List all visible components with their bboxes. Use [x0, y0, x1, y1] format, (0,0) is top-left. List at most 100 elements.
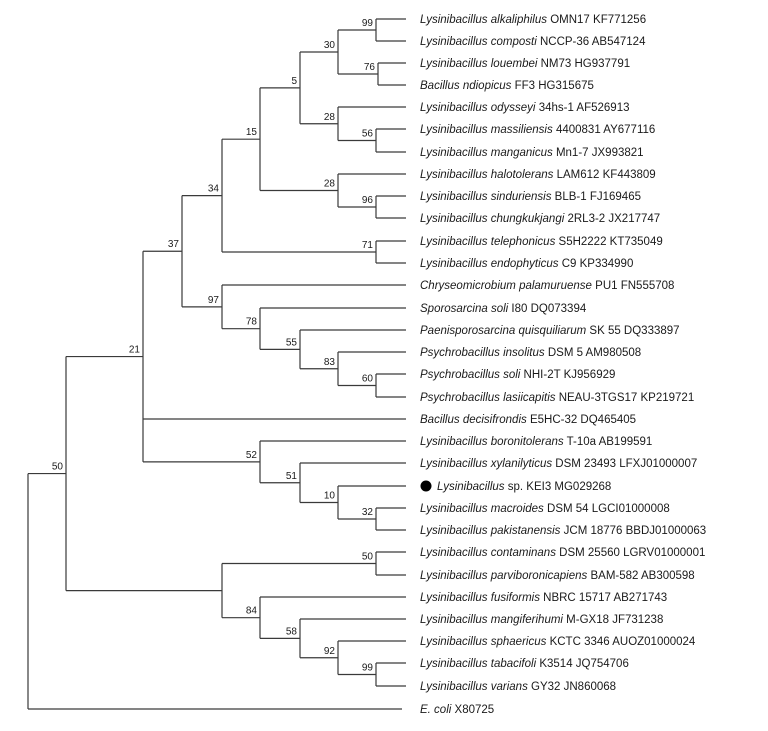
leaf-label: Lysinibacillus tabacifoli K3514 JQ754706: [420, 658, 629, 670]
leaf-epithet: pakistanensis: [490, 525, 561, 537]
leaf-epithet: insolitus: [503, 347, 545, 359]
leaf-epithet: odysseyi: [491, 102, 536, 114]
bootstrap-value: 99: [362, 18, 374, 29]
highlight-marker-icon: [420, 480, 432, 492]
leaf-strain: 4400831 AY677116: [553, 124, 656, 136]
leaf-label: Lysinibacillus varians GY32 JN860068: [420, 681, 616, 693]
tree-leaf-labels: Lysinibacillus alkaliphilus OMN17 KF7712…: [420, 14, 706, 716]
leaf-epithet: quisquiliarum: [518, 325, 586, 337]
leaf-label: Lysinibacillus manganicus Mn1-7 JX993821: [420, 147, 644, 159]
leaf-genus: Sporosarcina: [420, 303, 491, 315]
bootstrap-value: 83: [324, 357, 336, 368]
leaf-genus: Bacillus: [420, 80, 463, 92]
leaf-strain: GY32 JN860068: [528, 681, 616, 693]
leaf-label: Psychrobacillus insolitus DSM 5 AM980508: [420, 347, 641, 359]
leaf-genus: Lysinibacillus: [420, 503, 491, 515]
bootstrap-value: 76: [364, 62, 376, 73]
leaf-epithet: telephonicus: [491, 236, 556, 248]
leaf-label: Lysinibacillus halotolerans LAM612 KF443…: [420, 169, 656, 181]
leaf-label: Lysinibacillus parviboronicapiens BAM-58…: [420, 570, 695, 582]
leaf-strain: sp. KEI3 MG029268: [505, 481, 612, 493]
bootstrap-value: 78: [246, 317, 258, 328]
leaf-label: Lysinibacillus odysseyi 34hs-1 AF526913: [420, 102, 630, 114]
leaf-epithet: sinduriensis: [491, 191, 552, 203]
leaf-strain: X80725: [451, 704, 494, 716]
leaf-genus: Lysinibacillus: [420, 124, 491, 136]
leaf-genus: Lysinibacillus: [420, 191, 491, 203]
leaf-strain: DSM 5 AM980508: [545, 347, 642, 359]
leaf-genus: Lysinibacillus: [420, 525, 491, 537]
bootstrap-value: 50: [52, 462, 64, 473]
leaf-label: Lysinibacillus macroides DSM 54 LGCI0100…: [420, 503, 670, 515]
leaf-epithet: varians: [491, 681, 528, 693]
leaf-label: Bacillus ndiopicus FF3 HG315675: [420, 80, 594, 92]
leaf-strain: BAM-582 AB300598: [587, 570, 694, 582]
bootstrap-value: 34: [208, 184, 220, 195]
leaf-label: Lysinibacillus composti NCCP-36 AB547124: [420, 36, 646, 48]
leaf-epithet: soli: [503, 369, 521, 381]
leaf-epithet: xylanilyticus: [490, 458, 553, 470]
leaf-genus: Lysinibacillus: [420, 636, 491, 648]
leaf-epithet: endophyticus: [491, 258, 559, 270]
leaf-strain: NM73 HG937791: [537, 58, 630, 70]
leaf-epithet: macroides: [491, 503, 544, 515]
leaf-label: Lysinibacillus fusiformis NBRC 15717 AB2…: [420, 592, 667, 604]
bootstrap-value: 92: [324, 646, 336, 657]
leaf-label: Psychrobacillus lasiicapitis NEAU-3TGS17…: [420, 392, 694, 404]
leaf-strain: NEAU-3TGS17 KP219721: [556, 392, 695, 404]
leaf-genus: Lysinibacillus: [420, 14, 491, 26]
leaf-strain: SK 55 DQ333897: [586, 325, 679, 337]
bootstrap-value: 60: [362, 374, 374, 385]
leaf-strain: E5HC-32 DQ465405: [527, 414, 636, 426]
leaf-strain: C9 KP334990: [559, 258, 634, 270]
leaf-epithet: mangiferihumi: [491, 614, 564, 626]
leaf-strain: PU1 FN555708: [592, 280, 674, 292]
leaf-genus: Psychrobacillus: [420, 347, 503, 359]
leaf-genus: Lysinibacillus: [420, 614, 491, 626]
leaf-epithet: massiliensis: [491, 124, 553, 136]
leaf-genus: Bacillus: [420, 414, 463, 426]
bootstrap-value: 99: [362, 663, 374, 674]
leaf-genus: Lysinibacillus: [420, 570, 491, 582]
leaf-strain: NCCP-36 AB547124: [537, 36, 646, 48]
leaf-label: Lysinibacillus contaminans DSM 25560 LGR…: [420, 547, 705, 559]
bootstrap-value: 96: [362, 195, 374, 206]
leaf-strain: KCTC 3346 AUOZ01000024: [546, 636, 696, 648]
leaf-genus: Lysinibacillus: [420, 147, 491, 159]
leaf-label: Lysinibacillus sinduriensis BLB-1 FJ1694…: [420, 191, 641, 203]
leaf-epithet: boronitolerans: [491, 436, 564, 448]
leaf-epithet: alkaliphilus: [491, 14, 548, 26]
leaf-label: Chryseomicrobium palamuruense PU1 FN5557…: [420, 280, 674, 292]
leaf-strain: OMN17 KF771256: [547, 14, 646, 26]
leaf-strain: 34hs-1 AF526913: [536, 102, 630, 114]
bootstrap-value: 58: [286, 626, 298, 637]
leaf-strain: 2RL3-2 JX217747: [564, 213, 660, 225]
leaf-label: Sporosarcina soli I80 DQ073394: [420, 303, 587, 315]
leaf-label: Lysinibacillus xylanilyticus DSM 23493 L…: [420, 458, 697, 470]
bootstrap-value: 84: [246, 606, 258, 617]
tree-branches: [27, 18, 406, 710]
leaf-strain: I80 DQ073394: [508, 303, 587, 315]
leaf-strain: NBRC 15717 AB271743: [540, 592, 667, 604]
leaf-epithet: ndiopicus: [463, 80, 512, 92]
leaf-strain: K3514 JQ754706: [536, 658, 629, 670]
leaf-label: Lysinibacillus massiliensis 4400831 AY67…: [420, 124, 655, 136]
leaf-genus: Lysinibacillus: [420, 36, 491, 48]
leaf-genus: Lysinibacillus: [420, 169, 491, 181]
leaf-strain: DSM 25560 LGRV01000001: [556, 547, 705, 559]
bootstrap-value: 56: [362, 129, 374, 140]
leaf-strain: M-GX18 JF731238: [563, 614, 663, 626]
tree-bootstrap-values: 9976305628596281571346083557897373210515…: [52, 18, 376, 674]
leaf-label: Paenisporosarcina quisquiliarum SK 55 DQ…: [420, 325, 680, 337]
leaf-epithet: tabacifoli: [491, 658, 537, 670]
leaf-genus: E. coli: [420, 704, 452, 716]
bootstrap-value: 50: [362, 552, 374, 563]
leaf-epithet: soli: [491, 303, 509, 315]
leaf-genus: Lysinibacillus: [420, 681, 491, 693]
leaf-label: E. coli X80725: [420, 704, 494, 716]
leaf-epithet: louembei: [491, 58, 538, 70]
leaf-label: Lysinibacillus telephonicus S5H2222 KT73…: [420, 236, 663, 248]
leaf-genus: Psychrobacillus: [420, 369, 503, 381]
leaf-epithet: palamuruense: [518, 280, 592, 292]
